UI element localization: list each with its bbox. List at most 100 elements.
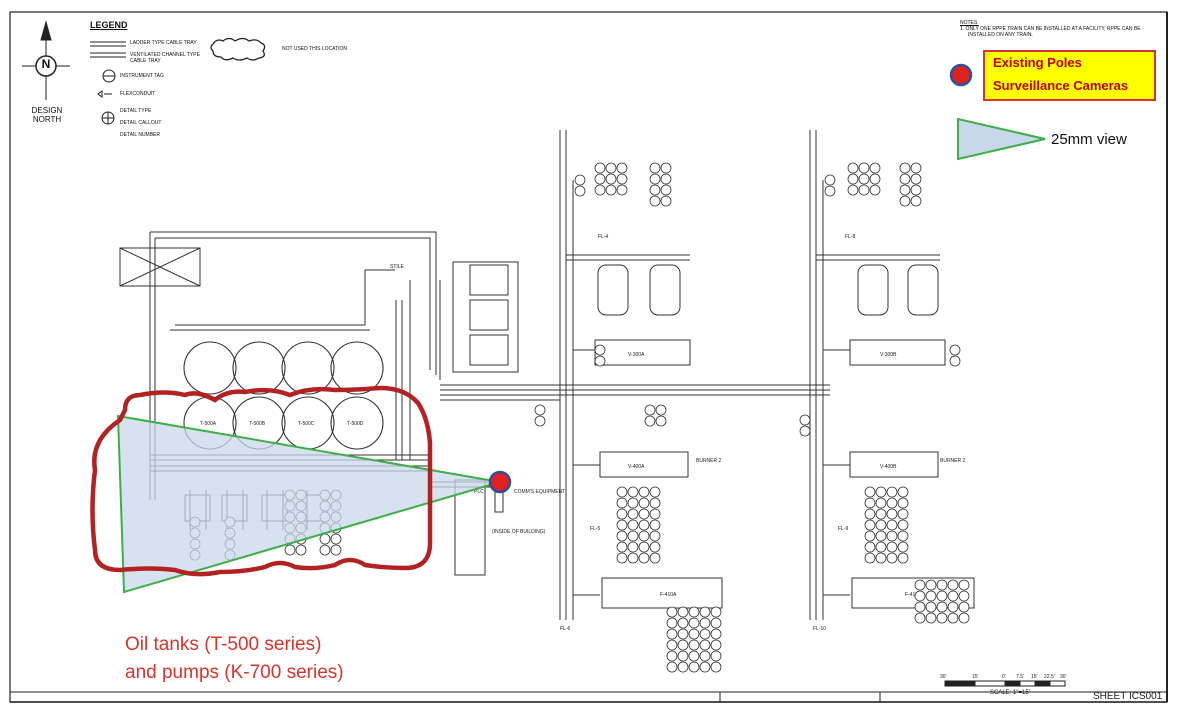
svg-text:30': 30' <box>940 674 947 680</box>
tank-label: T-500C <box>298 421 315 427</box>
notes-heading: NOTES: <box>960 20 979 26</box>
scale-bar <box>944 680 1066 687</box>
legend-heading: LEGEND <box>90 20 128 30</box>
instrument-tag-icon <box>847 173 859 185</box>
instrument-tag-icon <box>799 414 811 426</box>
svg-text:7.5': 7.5' <box>1016 674 1024 680</box>
instrument-tag-icon <box>666 628 678 640</box>
instrument-tag-icon <box>605 162 617 174</box>
instrument-tag-icon <box>666 617 678 629</box>
instrument-tag-icon <box>699 617 711 629</box>
instrument-tag-icon <box>910 184 922 196</box>
callout-surveillance-cameras: Surveillance Cameras <box>993 78 1129 93</box>
instrument-tag-icon <box>710 606 722 618</box>
instrument-tag-icon <box>958 579 970 591</box>
instrument-tag-icon <box>574 174 586 186</box>
mcc-building <box>452 261 519 576</box>
instrument-tag-icon <box>616 541 628 553</box>
instrument-tag-icon <box>616 530 628 542</box>
instrument-tag-icon <box>886 497 898 509</box>
instrument-tag-icon <box>886 508 898 520</box>
instrument-tag-icon <box>864 519 876 531</box>
instrument-tag-icon <box>875 508 887 520</box>
svg-text:15': 15' <box>972 674 979 680</box>
instrument-tag-icon <box>699 628 711 640</box>
instrument-tag-icon <box>699 639 711 651</box>
notes-line2: INSTALLED ON ANY TRAIN. <box>968 32 1033 38</box>
vessel-train-b <box>849 264 975 609</box>
instrument-tag-icon <box>688 617 700 629</box>
instrument-tag-icon <box>574 185 586 197</box>
instrument-tag-icon <box>677 650 689 662</box>
legend-item-detail-type: DETAIL TYPE <box>120 108 152 114</box>
instrument-tag-icon <box>688 661 700 673</box>
instrument-tag-icon <box>864 486 876 498</box>
instrument-tag-icon <box>858 184 870 196</box>
tank-label: T-500B <box>249 421 266 427</box>
flex-label: FL-10 <box>813 626 826 632</box>
instrument-tag-icon <box>958 601 970 613</box>
instrument-tag-icon <box>295 544 307 556</box>
instrument-tag-icon <box>638 497 650 509</box>
instrument-tag-icon <box>594 162 606 174</box>
camera-marker-icon[interactable] <box>488 470 512 494</box>
instrument-tag-icon <box>869 173 881 185</box>
instrument-tag-icon <box>875 541 887 553</box>
instrument-tag-icon <box>594 344 606 356</box>
design-north-line2: NORTH <box>32 115 62 124</box>
instrument-tag-icon <box>660 195 672 207</box>
instrument-tag-icon <box>897 541 909 553</box>
instrument-tag-icon <box>319 533 331 545</box>
legend-item-instrument-tag: INSTRUMENT TAG <box>120 73 164 79</box>
instrument-tag-icon <box>910 173 922 185</box>
instrument-tag-icon <box>655 415 667 427</box>
instrument-tag-icon <box>677 628 689 640</box>
instrument-tag-icon <box>649 530 661 542</box>
flex-label: FL-5 <box>590 526 601 532</box>
instrument-tag-icon <box>330 544 342 556</box>
sheet-border <box>9 11 1168 703</box>
vessel-label: V-400B <box>880 464 897 470</box>
instrument-tag-icon <box>616 162 628 174</box>
svg-text:15': 15' <box>1031 674 1038 680</box>
callout-existing-poles: Existing Poles <box>993 55 1082 70</box>
instrument-tag-icon <box>910 162 922 174</box>
instrument-tag-icon <box>605 184 617 196</box>
instrument-tag-icon <box>649 162 661 174</box>
instrument-tag-icon <box>864 497 876 509</box>
legend-item-channel-tray: VENTILATED CHANNEL TYPE CABLE TRAY <box>130 52 200 64</box>
instrument-tag-icon <box>627 530 639 542</box>
instrument-tag-icon <box>688 606 700 618</box>
instrument-tag-icon <box>616 184 628 196</box>
instrument-tag-icon <box>616 519 628 531</box>
legend-symbols <box>90 37 266 125</box>
stile-label: STILE <box>390 264 405 270</box>
instrument-tag-icon <box>594 184 606 196</box>
instrument-tag-icon <box>910 195 922 207</box>
legend-item-not-used: NOT USED THIS LOCATION <box>282 46 348 52</box>
burner-label: BURNER 2 <box>940 458 966 464</box>
instrument-tag-icon <box>925 612 937 624</box>
instrument-tag-icon <box>644 415 656 427</box>
legend-item-detail-number: DETAIL NUMBER <box>120 132 161 138</box>
instrument-tag-icon <box>627 508 639 520</box>
instrument-tag-icon <box>925 601 937 613</box>
instrument-tag-icon <box>660 173 672 185</box>
instrument-tag-icon <box>627 519 639 531</box>
cable-trays <box>119 130 940 620</box>
instrument-tag-icon <box>699 661 711 673</box>
instrument-tag-icon <box>534 404 546 416</box>
instrument-tag-icon <box>638 508 650 520</box>
instrument-tag-icon <box>936 601 948 613</box>
vessel-label: V-400A <box>628 464 645 470</box>
instrument-tag-icon <box>649 552 661 564</box>
oil-note-line2: and pumps (K-700 series) <box>125 662 344 683</box>
notes-line1: 1. ONLY ONE RPPE TRAIN CAN BE INSTALLED … <box>960 26 1141 32</box>
instrument-tag-icon <box>858 162 870 174</box>
instrument-tag-icon <box>666 661 678 673</box>
instrument-tag-icon <box>649 184 661 196</box>
instrument-tag-icon <box>710 628 722 640</box>
instrument-tag-icon <box>847 184 859 196</box>
instrument-tag-icon <box>638 519 650 531</box>
